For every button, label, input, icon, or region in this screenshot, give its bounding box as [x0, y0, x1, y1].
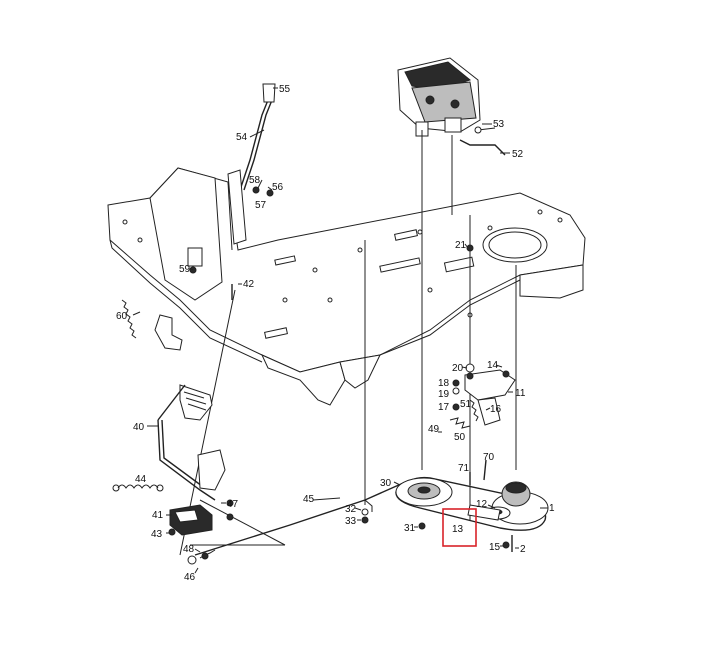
part-label-43[interactable]: 43 [151, 529, 163, 540]
pedal-block [169, 504, 213, 536]
part-label-18[interactable]: 18 [438, 378, 450, 389]
part-label-40[interactable]: 40 [133, 422, 145, 433]
part-label-51[interactable]: 51 [460, 399, 472, 410]
shift-rod [459, 126, 506, 156]
part-label-44[interactable]: 44 [135, 474, 147, 485]
part-label-16[interactable]: 16 [490, 404, 502, 415]
transaxle-assembly [397, 57, 481, 137]
part-label-58[interactable]: 58 [249, 175, 261, 186]
part-label-45[interactable]: 45 [303, 494, 315, 505]
part-label-13[interactable]: 13 [452, 524, 464, 535]
part-label-32[interactable]: 32 [345, 504, 357, 515]
part-label-50[interactable]: 50 [454, 432, 466, 443]
label-leaders [132, 87, 548, 574]
part-label-60[interactable]: 60 [116, 311, 128, 322]
part-label-21[interactable]: 21 [455, 240, 467, 251]
part-label-15[interactable]: 15 [489, 542, 501, 553]
part-label-52[interactable]: 52 [512, 149, 524, 160]
part-label-30[interactable]: 30 [380, 478, 392, 489]
part-label-33[interactable]: 33 [345, 516, 357, 527]
idler-bracket [449, 369, 516, 485]
part-label-41[interactable]: 41 [152, 510, 164, 521]
part-label-14[interactable]: 14 [487, 360, 499, 371]
part-label-2[interactable]: 2 [520, 544, 526, 555]
clutch-pedal [157, 384, 226, 501]
part-label-70[interactable]: 70 [483, 452, 495, 463]
shift-lever [227, 83, 276, 245]
part-label-54[interactable]: 54 [236, 132, 248, 143]
spring-60 [121, 299, 183, 351]
part-label-55[interactable]: 55 [279, 84, 291, 95]
brake-rod [187, 479, 411, 565]
part-label-57[interactable]: 57 [255, 200, 267, 211]
pulley-assembly [395, 476, 549, 531]
part-label-49[interactable]: 49 [428, 424, 440, 435]
part-label-11[interactable]: 11 [515, 388, 526, 399]
part-label-20[interactable]: 20 [452, 363, 464, 374]
part-label-31[interactable]: 31 [404, 523, 416, 534]
part-label-42[interactable]: 42 [243, 279, 255, 290]
part-label-71[interactable]: 71 [458, 463, 470, 474]
part-label-56[interactable]: 56 [272, 182, 284, 193]
part-label-17[interactable]: 17 [438, 402, 450, 413]
part-label-53[interactable]: 53 [493, 119, 505, 130]
highlight-box-13 [442, 508, 477, 547]
part-label-12[interactable]: 12 [476, 499, 488, 510]
part-label-47[interactable]: 47 [227, 499, 239, 510]
part-label-1[interactable]: 1 [549, 503, 555, 514]
spring-44 [112, 484, 164, 492]
part-label-48[interactable]: 48 [183, 544, 195, 555]
chassis-frame [107, 167, 586, 406]
part-label-46[interactable]: 46 [184, 572, 196, 583]
part-labels: 55 54 58 56 57 53 52 21 59 42 60 20 14 1… [116, 84, 555, 583]
part-label-59[interactable]: 59 [179, 264, 191, 275]
part-label-19[interactable]: 19 [438, 389, 450, 400]
